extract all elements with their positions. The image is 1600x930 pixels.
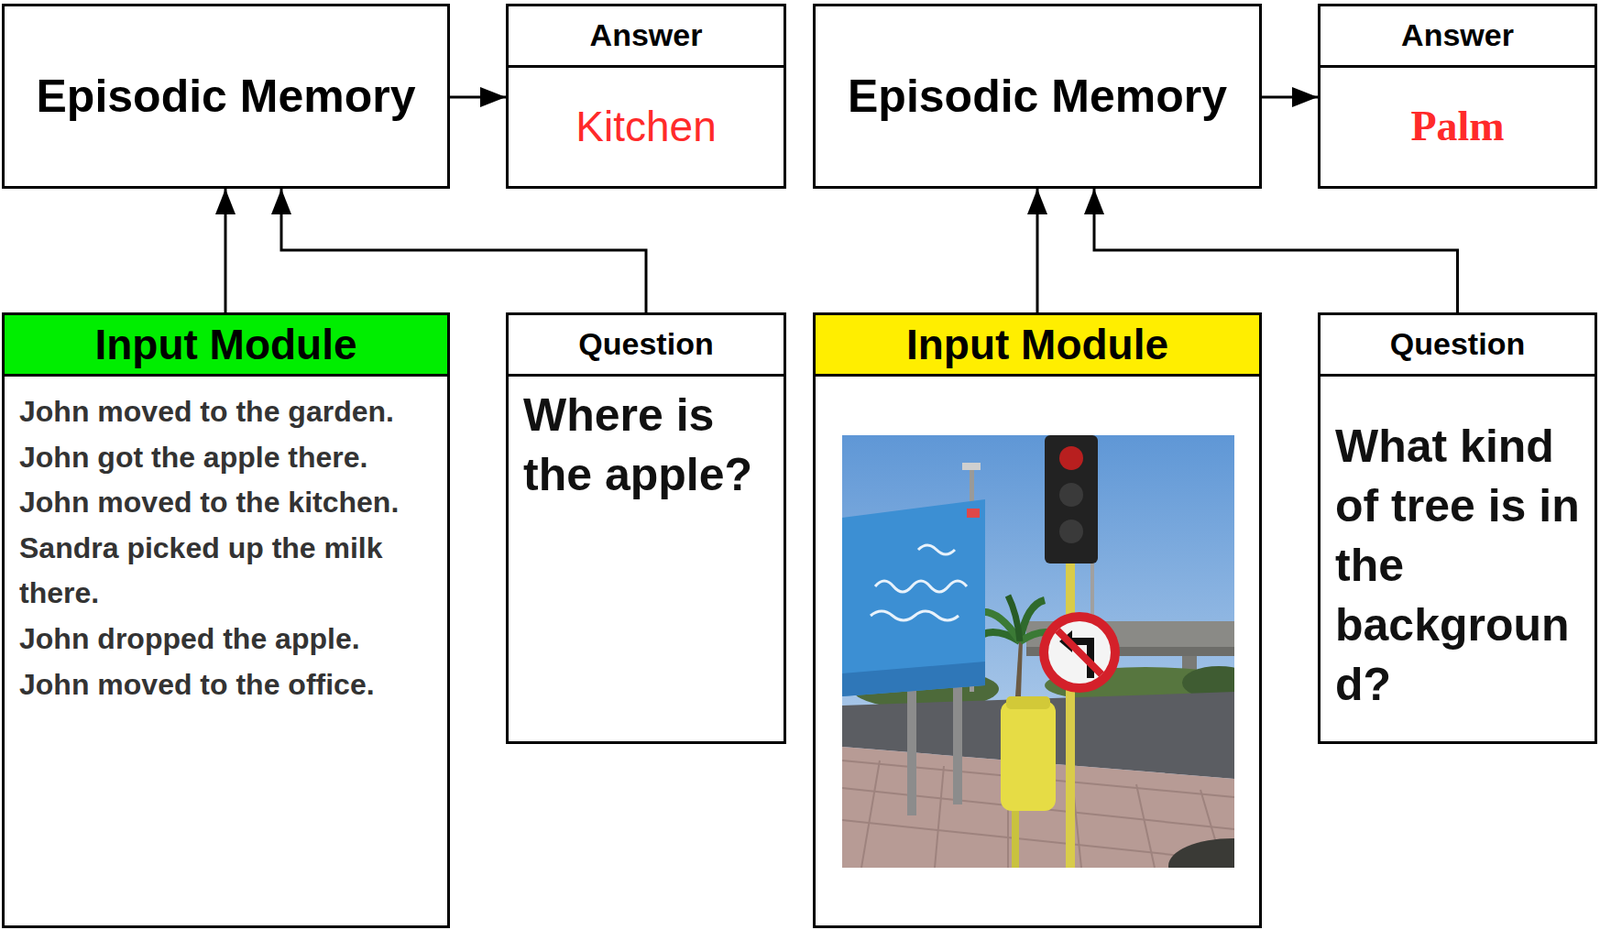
memory-label: Episodic Memory (29, 68, 424, 124)
body-area (815, 376, 1260, 926)
flow-arrow (1261, 96, 1318, 99)
no-left-turn-sign (1039, 612, 1120, 693)
body-area: Kitchen (508, 67, 784, 187)
answer-text: Kitchen (575, 102, 716, 152)
traffic-light-part (1059, 482, 1084, 507)
car-part (1168, 838, 1235, 868)
flow-arrow (1036, 188, 1040, 313)
header-label: Question (572, 327, 719, 362)
flow-arrow (281, 188, 647, 313)
billboard-part (966, 508, 980, 518)
body-area: John moved to the garden.John got the ap… (4, 376, 448, 926)
palm-tree-part (1008, 595, 1020, 642)
no-left-turn-sign-part (1039, 612, 1120, 693)
flow-arrow (1094, 188, 1458, 313)
header-band: Question (508, 315, 784, 377)
palm-tree-part (1015, 641, 1023, 697)
header-band: Answer (508, 6, 784, 68)
billboard (842, 499, 986, 816)
body-area: What kind of tree is in the background? (1320, 376, 1595, 742)
answer-box: AnswerKitchen (505, 3, 787, 189)
billboard-part (842, 661, 986, 697)
car (1168, 838, 1235, 868)
header-band: Input Module (815, 315, 1260, 377)
traffic-light-part (1059, 519, 1084, 544)
header-band: Answer (1320, 6, 1595, 68)
yellow-bin (1000, 696, 1056, 868)
story-sentence: John got the apple there. (19, 435, 437, 482)
billboard-part (870, 545, 967, 621)
road (842, 691, 1235, 868)
header-label: Input Module (88, 321, 362, 369)
street-light-part (962, 462, 981, 471)
billboard-part (842, 499, 986, 697)
header-label: Question (1384, 327, 1531, 362)
question-text: Where is the apple? (523, 385, 773, 505)
header-band: Input Module (4, 315, 448, 377)
no-left-turn-sign-part (1057, 630, 1102, 675)
flow-arrow (224, 188, 228, 313)
header-label: Input Module (900, 321, 1174, 369)
memory-label: Episodic Memory (840, 68, 1235, 124)
header-label: Answer (1395, 18, 1520, 53)
traffic-light-part (1044, 435, 1098, 564)
no-left-turn-sign-part (1048, 621, 1111, 684)
story-sentence: John moved to the kitchen. (19, 480, 437, 527)
photo (842, 435, 1235, 868)
input-module-box: Input ModuleJohn moved to the garden.Joh… (1, 312, 450, 929)
memory-box: Episodic Memory (1, 3, 450, 189)
yellow-bin-part (1006, 696, 1051, 710)
body-area: Where is the apple? (508, 376, 784, 742)
story-sentence: Sandra picked up the milk there. (19, 526, 437, 617)
answer-text: Palm (1410, 102, 1504, 152)
question-text: What kind of tree is in the background? (1335, 416, 1584, 715)
header-band: Question (1320, 315, 1595, 377)
story-sentence: John dropped the apple. (19, 616, 437, 663)
question-box: QuestionWhat kind of tree is in the back… (1317, 312, 1598, 745)
traffic-light-part (1059, 446, 1084, 471)
input-module-box: Input Module (812, 312, 1262, 929)
yellow-bin-part (1000, 701, 1056, 811)
story-sentence: John moved to the office. (19, 662, 437, 709)
billboard-part (907, 687, 917, 816)
flow-arrow (449, 96, 506, 99)
body-area: Palm (1320, 67, 1595, 187)
answer-box: AnswerPalm (1317, 3, 1598, 189)
billboard-part (953, 685, 963, 805)
header-label: Answer (584, 18, 709, 53)
question-box: QuestionWhere is the apple? (505, 312, 787, 745)
memory-box: Episodic Memory (812, 3, 1262, 189)
story-sentence: John moved to the garden. (19, 389, 437, 436)
